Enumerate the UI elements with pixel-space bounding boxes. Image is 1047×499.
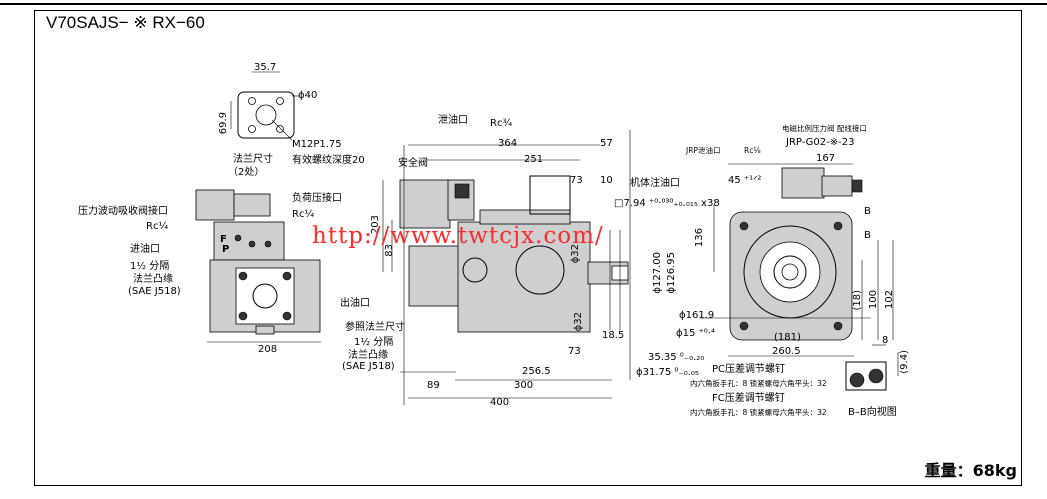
jrp-rc: Rc⅛ xyxy=(744,146,761,155)
dim-45: 45 ⁺¹ᐟ² xyxy=(728,175,762,186)
flange-detail xyxy=(230,71,300,141)
dim-256-5: 256.5 xyxy=(522,366,551,377)
dim-phi161-9: ϕ161.9 xyxy=(679,310,715,321)
right-end-view xyxy=(700,163,894,357)
ref-flange2: 法兰凸缘 xyxy=(348,350,388,361)
ref-split: 1½ 分隔 xyxy=(354,337,394,348)
dim-260-5: 260.5 xyxy=(772,346,801,357)
dim-73b: 73 xyxy=(568,346,581,357)
model-title: V70SAJS− ※ RX−60 xyxy=(46,13,205,32)
dim-35-7: 35.7 xyxy=(254,62,277,73)
inlet-port-label: 进油口 xyxy=(130,244,160,255)
fill-port-label: 机体注油口 xyxy=(630,178,680,189)
dim-73a: 73 xyxy=(570,175,583,186)
flange-size-label: 法兰尺寸 xyxy=(233,154,273,165)
dim-167: 167 xyxy=(816,153,836,164)
pulsation-valve-label: 压力波动吸收阀接口 xyxy=(78,206,168,217)
pulsation-rc: Rc¼ xyxy=(146,221,169,232)
drain-port-label: 泄油口 xyxy=(438,115,468,126)
bb-view-label: B–B向视图 xyxy=(848,407,897,418)
dim-8: 8 xyxy=(882,335,889,346)
letter-p: P xyxy=(222,244,230,255)
dim-364: 364 xyxy=(498,138,518,149)
letter-f: F xyxy=(220,234,227,245)
unload-rc: Rc¼ xyxy=(292,209,315,220)
dim-400: 400 xyxy=(490,397,510,408)
outlet-port-label: 出油口 xyxy=(340,298,370,309)
dim-10: 10 xyxy=(600,175,613,186)
dim-18: (18) xyxy=(852,290,863,311)
dim-phi32b: ϕ32 xyxy=(573,312,584,332)
key-dim: □7.94 ⁺⁰·⁰³⁰₊₀.₀₁₅ x38 xyxy=(614,198,720,209)
watermark-url: http://www.twtcjx.com/ xyxy=(312,223,604,249)
drawing-frame xyxy=(34,10,1022,486)
section-b-top: B xyxy=(864,206,871,217)
unload-port-label: 负荷压接口 xyxy=(292,193,342,204)
dim-phi127: ϕ127.00 xyxy=(652,252,663,294)
dim-57: 57 xyxy=(600,138,613,149)
section-b-bottom: B xyxy=(864,230,871,241)
side-view xyxy=(382,130,631,405)
inlet-flange: 法兰凸缘 xyxy=(133,274,173,285)
dim-phi15: ϕ15 ⁺⁰·⁴ xyxy=(676,328,715,339)
fc-screw-label: FC压差调节螺钉 xyxy=(712,393,785,404)
jrp-code: JRP-G02-※-23 xyxy=(786,137,855,148)
ref-sae: (SAE J518) xyxy=(342,361,395,372)
inlet-sae: (SAE J518) xyxy=(128,286,181,297)
dim-89: 89 xyxy=(427,380,440,391)
fc-spec: 内六角扳手孔：8 锁紧螺母六角平头：32 xyxy=(690,408,827,417)
top-rule xyxy=(0,0,1047,5)
two-places: （2处） xyxy=(228,167,265,178)
dim-181: (181) xyxy=(774,332,801,343)
drain-rc: Rc¾ xyxy=(490,118,513,129)
dim-69-9: 69.9 xyxy=(218,112,229,135)
jrp-drain-label: JRP泄油口 xyxy=(686,146,721,155)
dim-18-5: 18.5 xyxy=(602,330,625,341)
pc-screw-label: PC压差调节螺钉 xyxy=(712,364,786,375)
ref-flange-label: 参照法兰尺寸 xyxy=(345,322,405,333)
dim-102: 102 xyxy=(884,290,895,310)
dim-9-4: (9.4) xyxy=(899,350,910,374)
weight-label: 重量：68kg xyxy=(924,461,1017,480)
left-end-view xyxy=(195,189,321,343)
bb-view xyxy=(845,344,899,391)
dim-phi40: ϕ40 xyxy=(298,90,318,101)
thread-spec: M12P1.75 xyxy=(292,139,342,150)
dim-100: 100 xyxy=(868,290,879,310)
pc-spec: 内六角扳手孔：8 锁紧螺母六角平头：32 xyxy=(690,379,827,388)
inlet-split: 1½ 分隔 xyxy=(130,261,170,272)
thread-depth: 有效螺纹深度20 xyxy=(292,155,365,166)
valve-conn-label: 电磁比例压力阀 配线接口 xyxy=(782,124,867,133)
dim-136: 136 xyxy=(694,228,705,248)
dim-251: 251 xyxy=(524,154,544,165)
dim-300: 300 xyxy=(514,380,534,391)
dim-phi31-75: ϕ31.75 ⁰₋₀.₀₅ xyxy=(636,367,699,378)
dim-208: 208 xyxy=(258,344,278,355)
dim-phi126-95: ϕ126.95 xyxy=(666,252,677,294)
dim-35-35: 35.35 ⁰₋₀.₂₀ xyxy=(648,352,705,363)
safety-valve-label: 安全阀 xyxy=(398,158,428,169)
